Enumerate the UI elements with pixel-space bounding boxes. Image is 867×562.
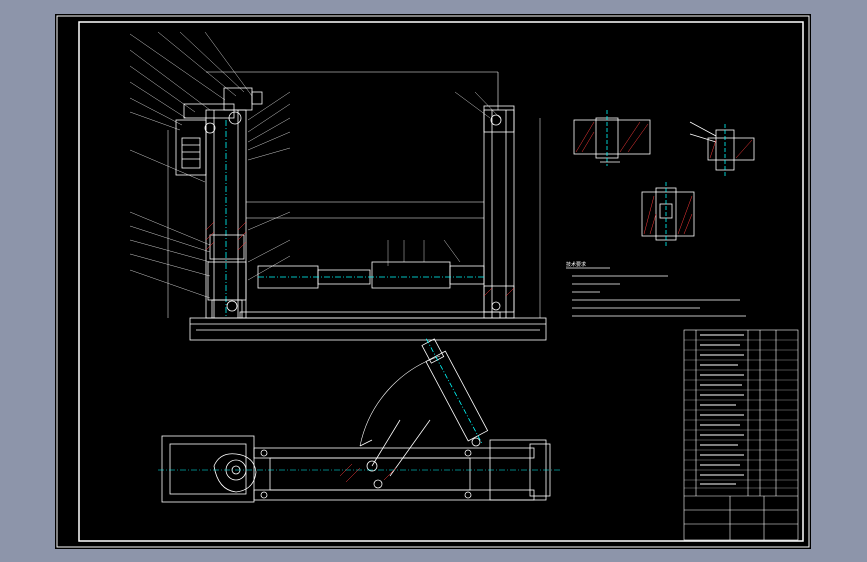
plan-view-hatch <box>339 463 397 483</box>
parts-list-rows <box>684 339 798 489</box>
notes-heading: 技术要求 <box>566 262 587 268</box>
plan-view <box>158 338 560 503</box>
front-view-hatch <box>205 221 515 297</box>
section-detail-b <box>689 121 755 176</box>
section-detail-a-hatch <box>575 121 649 153</box>
base-plate <box>189 317 547 341</box>
front-view <box>167 71 547 341</box>
parts-list-scribbles <box>700 334 744 485</box>
parts-list <box>683 329 799 541</box>
motor <box>175 119 207 176</box>
section-detail-c <box>641 182 695 246</box>
drawing-sheet <box>55 14 811 549</box>
right-column <box>483 109 515 319</box>
outer-border <box>56 15 810 548</box>
section-detail-a <box>573 110 651 166</box>
notes-scribbles <box>566 267 746 317</box>
section-detail-c-hatch <box>643 195 693 235</box>
plan-base-left <box>161 435 255 503</box>
leader-lines <box>129 31 501 299</box>
section-detail-b-hatch <box>709 139 753 159</box>
inner-border <box>78 21 804 542</box>
cylinder-right <box>371 261 451 289</box>
